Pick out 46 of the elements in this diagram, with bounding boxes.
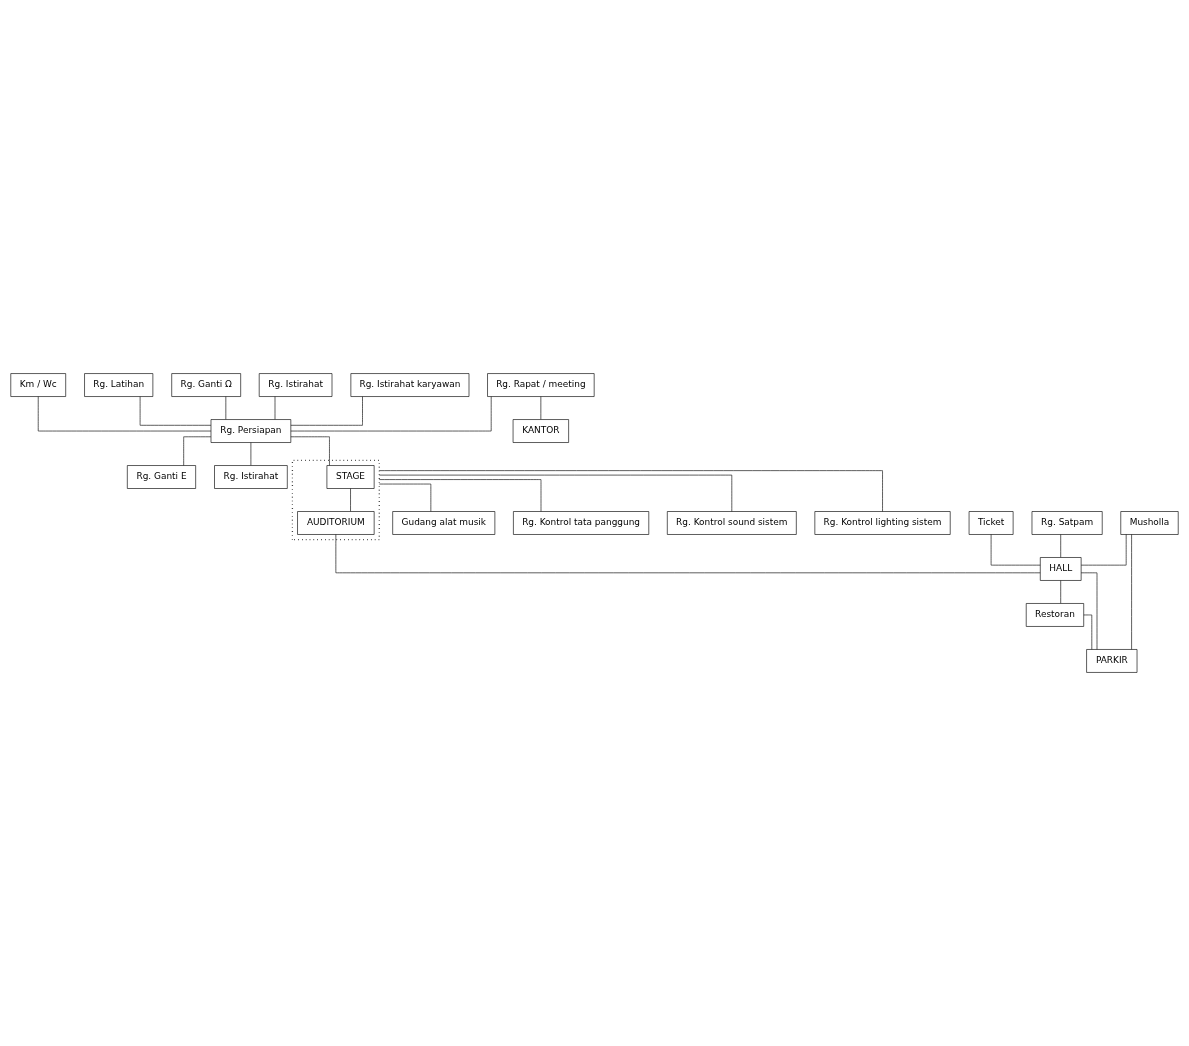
node-box: Rg. Latihan: [84, 373, 154, 397]
node-box: Rg. Istirahat: [214, 465, 288, 489]
connector: [1083, 614, 1093, 650]
node-box: STAGE: [326, 465, 375, 489]
connector: [1060, 580, 1062, 604]
node-box: Rg. Kontrol lighting sistem: [814, 511, 951, 535]
node-box: Rg. Kontrol sound sistem: [667, 511, 797, 535]
node-box: AUDITORIUM: [297, 511, 375, 535]
connector: [378, 479, 542, 512]
connector: [183, 436, 212, 466]
node-box: HALL: [1039, 557, 1082, 581]
connector: [290, 436, 330, 466]
node-box: Rg. Persiapan: [210, 419, 292, 443]
connector: [1060, 534, 1062, 558]
connector: [378, 483, 432, 512]
node-box: Rg. Ganti Ω: [171, 373, 241, 397]
node-box: Musholla: [1120, 511, 1179, 535]
connector: [225, 396, 227, 420]
connector: [1131, 534, 1132, 650]
node-box: Rg. Istirahat: [258, 373, 333, 397]
connector: [378, 470, 883, 512]
connector: [37, 396, 212, 432]
node-box: Km / Wc: [10, 373, 66, 397]
node-box: Rg. Kontrol tata panggung: [513, 511, 650, 535]
connector: [350, 488, 351, 512]
connector: [290, 396, 363, 426]
connector: [1080, 534, 1127, 566]
connector: [274, 396, 276, 420]
node-box: PARKIR: [1086, 649, 1138, 673]
node-box: Gudang alat musik: [392, 511, 496, 535]
connector: [990, 534, 1041, 566]
cluster: [291, 459, 380, 541]
node-box: KANTOR: [512, 419, 569, 443]
connector: [250, 442, 252, 466]
node-box: Rg. Ganti E: [127, 465, 196, 489]
node-box: Restoran: [1025, 603, 1085, 627]
node-box: Ticket: [968, 511, 1014, 535]
connector: [378, 474, 733, 512]
node-box: Rg. Satpam: [1031, 511, 1103, 535]
node-box: Rg. Istirahat karyawan: [350, 373, 470, 397]
connector: [540, 396, 542, 420]
node-box: Rg. Rapat / meeting: [487, 373, 595, 397]
connector: [139, 396, 212, 426]
connector: [290, 396, 492, 432]
connector: [335, 534, 1041, 574]
connector: [1080, 572, 1098, 650]
